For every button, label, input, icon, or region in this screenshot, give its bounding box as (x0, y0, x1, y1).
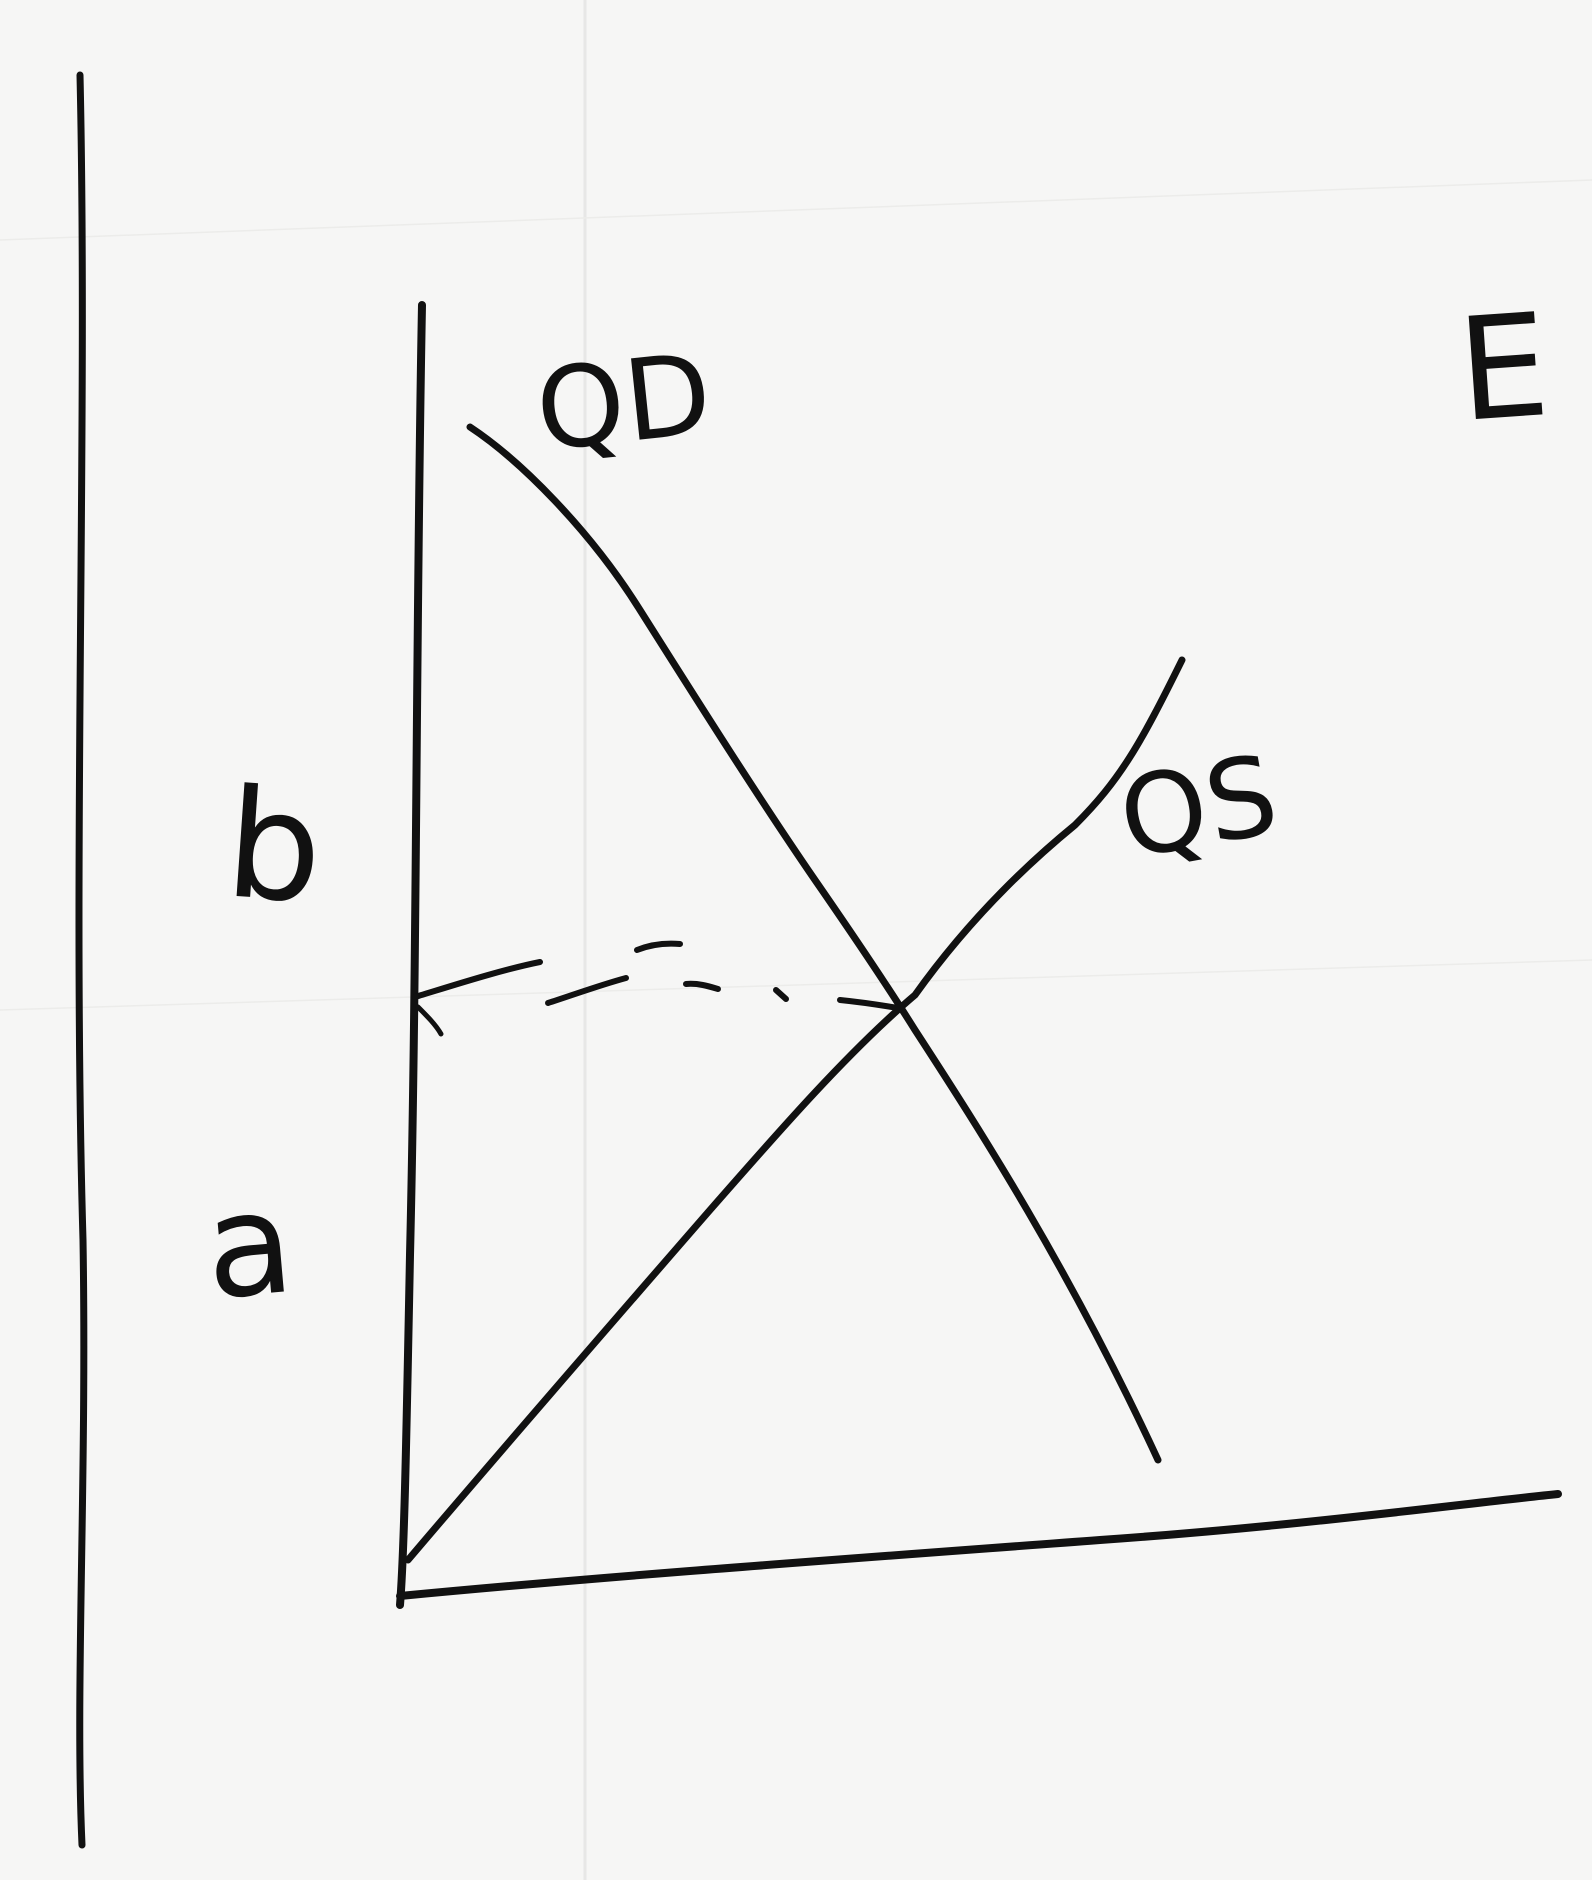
equilibrium-price-dash (412, 959, 543, 1000)
x-axis-line (396, 1490, 1562, 1600)
equilibrium-price-tick (415, 1004, 444, 1037)
lower-axis-label: a (199, 1160, 300, 1332)
upper-axis-label: b (220, 757, 327, 937)
left-margin-line (75, 71, 88, 1849)
supply-curve (404, 656, 1186, 1564)
supply-curve-label: QS (1110, 730, 1286, 883)
equilibrium-price-dash (683, 980, 721, 992)
demand-curve (466, 423, 1162, 1464)
equilibrium-price-dash (634, 940, 683, 953)
faint-paper-line (0, 179, 1592, 241)
faint-paper-line (0, 959, 1592, 1011)
y-axis-line (396, 301, 426, 1609)
demand-curve-label: QD (530, 329, 717, 477)
equilibrium-price-dash (545, 975, 629, 1006)
equilibrium-price-dash (773, 987, 789, 1002)
corner-letter-label: E (1453, 283, 1554, 454)
equilibrium-price-dash (837, 997, 901, 1011)
